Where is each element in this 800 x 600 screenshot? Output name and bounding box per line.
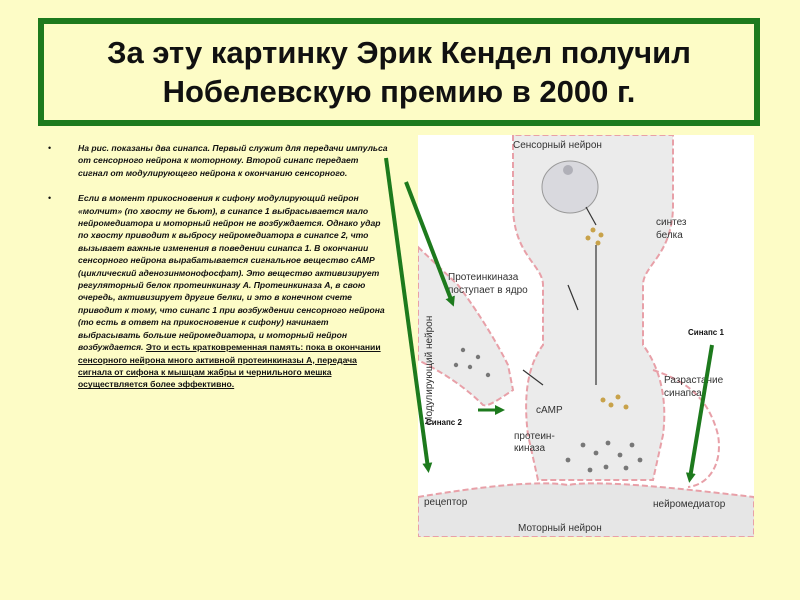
sensory-neuron-shape (512, 135, 674, 481)
paragraph-1: • На рис. показаны два синапса. Первый с… (48, 142, 388, 179)
title-line-1: За эту картинку Эрик Кендел получил (107, 35, 691, 70)
arrow-shape (522, 369, 544, 386)
bullet-icon: • (48, 193, 52, 204)
label-motor-neuron: Моторный нейрон (518, 523, 602, 534)
paragraph-2-underlined: Это и есть кратковременная память: пока … (78, 342, 381, 390)
synapse-diagram-svg: Сенсорный нейрон синтез белка Протеинкин… (418, 135, 754, 537)
label-growth-1: Разрастание (664, 375, 724, 386)
text-column: • На рис. показаны два синапса. Первый с… (48, 142, 388, 404)
title-line-2: Нобелевскую премию в 2000 г. (162, 74, 636, 109)
label-pk-nucleus-2: поступает в ядро (448, 285, 528, 296)
label-growth-2: синапса (664, 388, 702, 399)
label-synapse-1: Синапс 1 (688, 328, 724, 337)
label-neurotransmitter: нейромедиатор (653, 499, 726, 510)
label-modulating-neuron: Модулирующий нейрон (424, 316, 435, 425)
label-receptor: рецептор (424, 497, 468, 508)
bullet-icon: • (48, 143, 52, 153)
label-camp: cAMP (536, 405, 563, 416)
synapse-growth-outline (652, 369, 720, 488)
paragraph-2-text: Если в момент прикосновения к сифону мод… (78, 192, 388, 391)
slide-title: За эту картинку Эрик Кендел получил Нобе… (107, 33, 691, 111)
title-frame: За эту картинку Эрик Кендел получил Нобе… (38, 18, 760, 126)
protein-dots (585, 227, 629, 410)
label-pk-nucleus-1: Протеинкиназа (448, 272, 519, 283)
paragraph-1-text: На рис. показаны два синапса. Первый слу… (78, 143, 388, 178)
arrow-shape (585, 206, 597, 226)
motor-neuron-shape (418, 482, 754, 537)
label-pk-2: киназа (514, 443, 546, 454)
nucleus-shape (541, 160, 599, 214)
paragraph-2: • Если в момент прикосновения к сифону м… (48, 192, 388, 391)
label-synapse-2: Синапс 2 (426, 418, 462, 427)
vesicle-group (453, 347, 643, 473)
label-pk-1: протеин- (514, 431, 555, 442)
arrow-shape (567, 284, 579, 311)
label-protein-synthesis-1: синтез (656, 217, 687, 228)
paragraph-2-main: Если в момент прикосновения к сифону мод… (78, 193, 385, 353)
label-sensory-neuron: Сенсорный нейрон (513, 140, 602, 151)
label-protein-synthesis-2: белка (656, 229, 683, 241)
synapse-diagram: Сенсорный нейрон синтез белка Протеинкин… (418, 135, 754, 537)
nucleolus-shape (563, 165, 573, 175)
